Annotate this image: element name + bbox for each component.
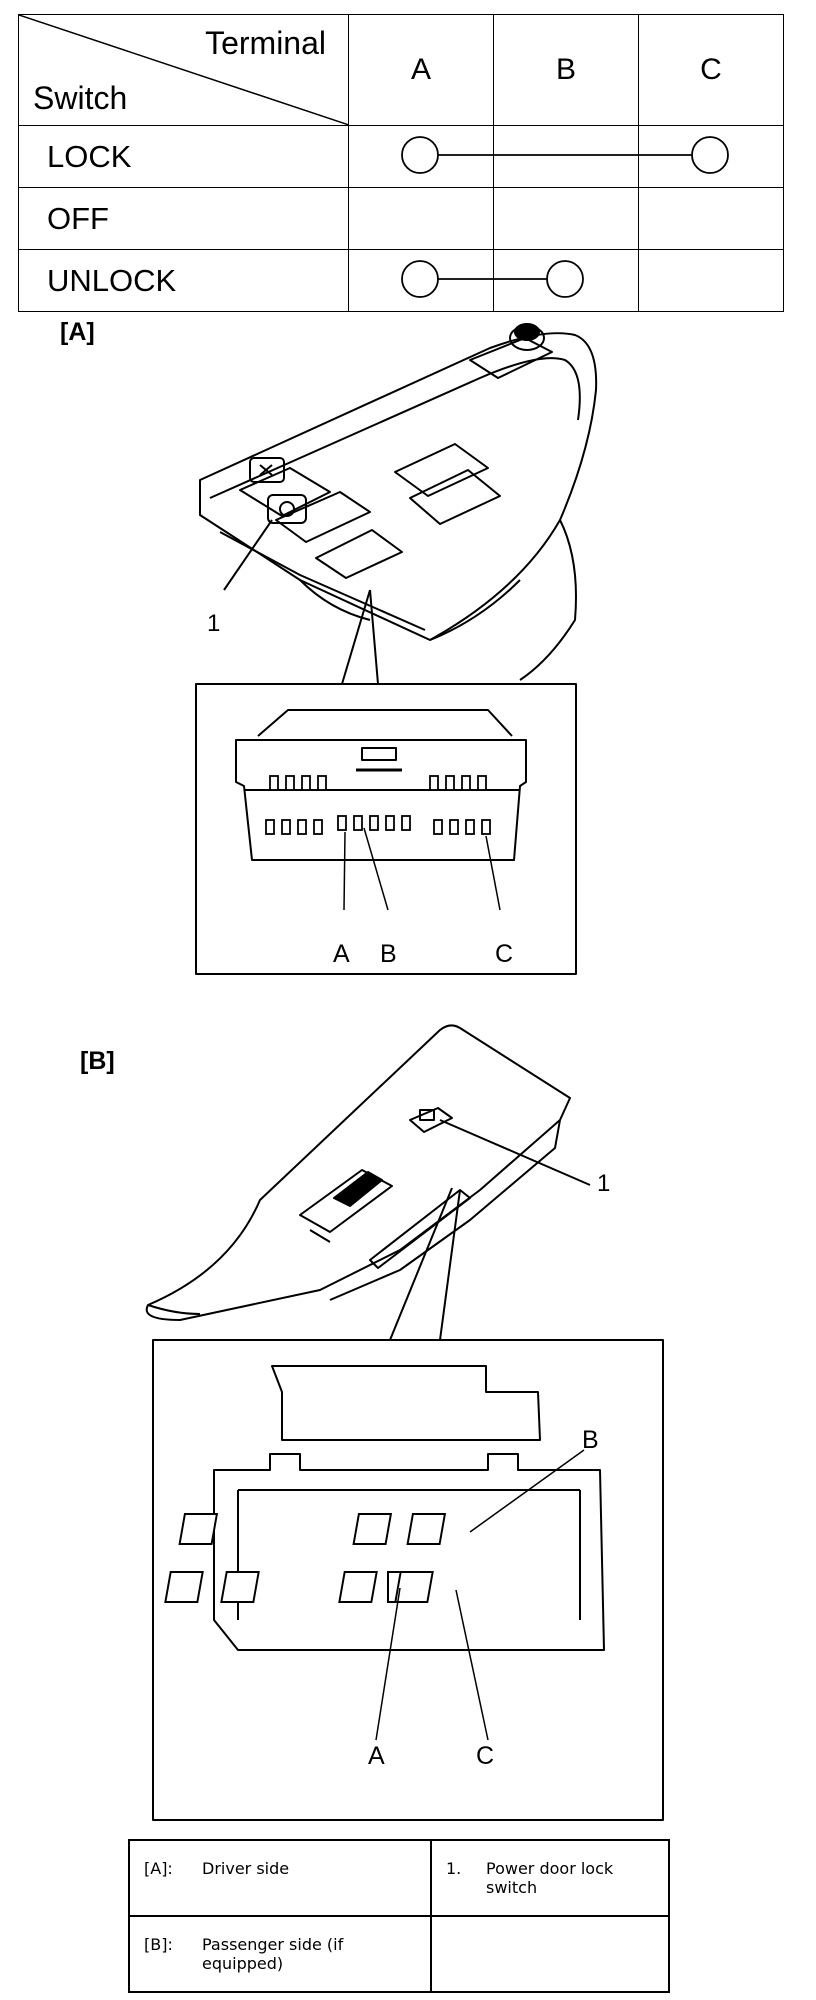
table-row-off: OFF bbox=[18, 187, 784, 250]
column-header-b: B bbox=[493, 14, 639, 126]
legend-key-a: [A]: bbox=[144, 1859, 173, 1878]
figure-a-label: [A] bbox=[60, 318, 95, 346]
row-label-lock: LOCK bbox=[18, 125, 349, 188]
row-label-unlock: UNLOCK bbox=[18, 249, 349, 312]
legend-text-b: Passenger side (if equipped) bbox=[202, 1935, 344, 1973]
legend-num-1: 1. bbox=[446, 1859, 462, 1878]
legend-table: [A]: Driver side 1. Power door lock switch… bbox=[128, 1839, 670, 1993]
header-switch: Switch bbox=[33, 80, 128, 116]
figure-b-drawing bbox=[145, 1024, 664, 1821]
legend-cell-a: [A]: Driver side bbox=[128, 1839, 432, 1917]
column-header-c: C bbox=[638, 14, 784, 126]
legend-cell-1: 1. Power door lock switch bbox=[430, 1839, 670, 1917]
figure-b-callout-1: 1 bbox=[597, 1170, 611, 1197]
legend-text-1: Power door lock switch bbox=[486, 1859, 614, 1897]
legend-key-b: [B]: bbox=[144, 1935, 173, 1954]
figure-b-pin-c: C bbox=[476, 1742, 495, 1770]
header-terminal: Terminal bbox=[205, 25, 326, 61]
legend-text-a: Driver side bbox=[202, 1859, 290, 1878]
table-row-unlock: UNLOCK bbox=[18, 249, 784, 312]
row-label-off: OFF bbox=[18, 187, 349, 250]
figure-a-drawing bbox=[195, 323, 598, 975]
figure-a-callout-1: 1 bbox=[207, 610, 221, 637]
legend-cell-empty bbox=[430, 1915, 670, 1993]
diagonal-divider bbox=[19, 15, 349, 125]
column-header-a: A bbox=[348, 14, 494, 126]
figure-b-label: [B] bbox=[80, 1047, 115, 1075]
legend-cell-b: [B]: Passenger side (if equipped) bbox=[128, 1915, 432, 1993]
figure-a-pin-b: B bbox=[380, 940, 397, 968]
figure-b-pin-b: B bbox=[582, 1426, 599, 1454]
figure-b-pin-a: A bbox=[368, 1742, 385, 1770]
figure-a-pin-c: C bbox=[495, 940, 514, 968]
table-row-lock: LOCK bbox=[18, 125, 784, 188]
continuity-table: Terminal Switch A B C LOCK OFF UNLOCK bbox=[18, 14, 784, 312]
header-corner-cell: Terminal Switch bbox=[18, 14, 349, 126]
figure-a-pin-a: A bbox=[333, 940, 350, 968]
